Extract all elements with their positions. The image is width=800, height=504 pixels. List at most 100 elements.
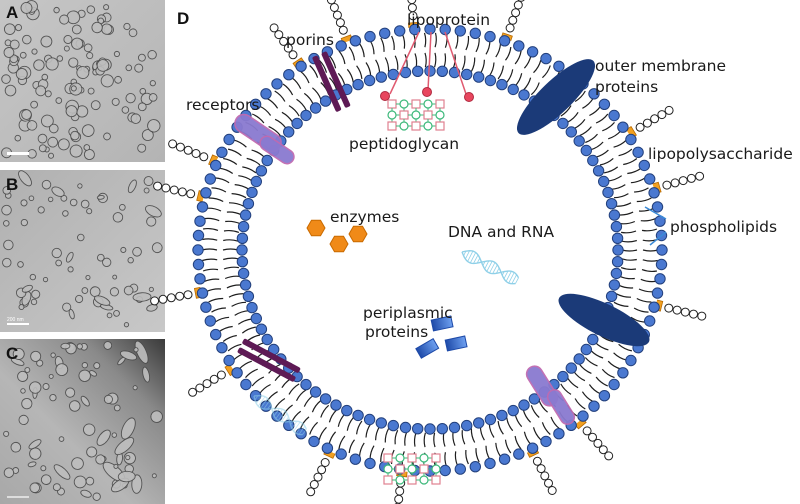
- vesicle: [113, 463, 119, 469]
- vesicle: [132, 385, 138, 391]
- lps-sugar: [582, 426, 592, 436]
- dna-strand: [461, 249, 520, 279]
- base-pair: [263, 400, 270, 410]
- lipid-head: [507, 404, 519, 417]
- vesicle-diagram-d: D: [150, 0, 793, 504]
- vesicle: [12, 467, 20, 474]
- lipid-head: [236, 232, 249, 245]
- lps-sugar: [186, 189, 196, 199]
- lipid-tail: [602, 122, 615, 132]
- base-pair: [284, 416, 289, 423]
- lipid-head: [204, 315, 217, 327]
- vesicle: [55, 363, 69, 377]
- lipid-head: [210, 328, 222, 341]
- vesicle: [50, 352, 56, 358]
- lipid-head: [240, 378, 252, 391]
- lipid-tail: [251, 376, 265, 387]
- lipid-tail: [268, 126, 281, 136]
- base-pair: [275, 409, 283, 419]
- scale-bar-a: [7, 152, 29, 155]
- vesicle: [68, 57, 79, 68]
- lipid-tail: [346, 68, 354, 83]
- lipid-head: [409, 23, 421, 36]
- lipid-head: [231, 367, 243, 379]
- vesicle: [37, 206, 45, 214]
- lipid-head: [300, 109, 312, 122]
- lipid-tail: [595, 113, 609, 124]
- base-pair: [476, 257, 481, 264]
- lipid-head: [540, 435, 552, 448]
- micrograph-panel-b: B 200 nm: [0, 170, 165, 332]
- vesicle: [18, 414, 29, 426]
- vesicle: [128, 28, 138, 38]
- vesicle: [114, 75, 122, 84]
- lipid-tail: [358, 442, 365, 457]
- nag-sugar: [419, 464, 429, 474]
- vesicle: [80, 199, 90, 209]
- base-pair: [302, 429, 307, 435]
- lipid-tail: [223, 257, 239, 261]
- vesicle: [40, 35, 53, 48]
- lps-sugar: [332, 10, 342, 20]
- lipid-head: [375, 71, 387, 83]
- lipid-head: [573, 135, 585, 147]
- lps-sugar: [183, 145, 193, 155]
- lipid-head: [605, 198, 618, 210]
- lipid-tail: [630, 316, 646, 323]
- vesicle: [53, 464, 71, 480]
- dna-helix-icon: [461, 249, 520, 285]
- nag-sugar: [411, 99, 421, 109]
- base-pair: [255, 395, 263, 404]
- lipid-head: [448, 421, 461, 434]
- vesicle: [132, 292, 152, 302]
- lipid-head: [565, 126, 577, 138]
- lipid-head: [655, 258, 668, 271]
- lipid-tail: [202, 227, 219, 231]
- peptidoglycan-top: [387, 99, 445, 131]
- vesicle: [143, 187, 150, 194]
- lipid-tail: [356, 420, 363, 435]
- vesicle: [57, 138, 70, 151]
- lipid-head: [651, 201, 664, 213]
- vesicle: [30, 100, 39, 109]
- lipid-tail: [434, 32, 437, 48]
- lipid-head: [249, 98, 262, 111]
- nag-sugar: [395, 464, 405, 474]
- vesicle: [89, 286, 101, 297]
- lipid-head: [210, 159, 222, 172]
- lipid-head: [528, 393, 541, 405]
- peptidoglycan-bottom: [383, 453, 441, 485]
- vesicle: [81, 362, 88, 369]
- vesicle: [151, 473, 157, 479]
- lipid-tail: [214, 316, 230, 323]
- lps-sugar: [697, 311, 707, 321]
- lipid-head: [204, 173, 217, 185]
- lipid-tail: [584, 357, 598, 367]
- lipid-tail: [618, 343, 633, 352]
- lipid-head: [648, 187, 660, 199]
- base-pair: [295, 423, 304, 434]
- vesicle: [96, 195, 105, 200]
- label-dna-rna: DNA and RNA: [448, 223, 555, 241]
- lps-sugar: [513, 0, 523, 10]
- lps-sugar: [635, 122, 645, 132]
- enzyme-hexagon: [348, 225, 368, 243]
- vesicle: [27, 461, 37, 468]
- lipid-tail: [620, 267, 637, 271]
- porin-bottom: [237, 338, 301, 382]
- vesicle: [69, 198, 78, 207]
- scale-bar-label-b: 200 nm: [7, 317, 24, 323]
- base-pair: [298, 425, 306, 435]
- lipid-tail: [202, 258, 218, 262]
- vesicle: [40, 465, 47, 472]
- vesicle: [65, 387, 76, 398]
- vesicle: [75, 294, 84, 304]
- lipid-tail: [300, 70, 310, 84]
- vesicle: [83, 144, 91, 151]
- nag-sugar: [431, 475, 441, 485]
- vesicle: [45, 57, 59, 71]
- vesicle: [26, 120, 38, 131]
- lipid-tail: [338, 50, 346, 65]
- lipid-head: [610, 220, 623, 233]
- lipid-tail: [621, 230, 637, 234]
